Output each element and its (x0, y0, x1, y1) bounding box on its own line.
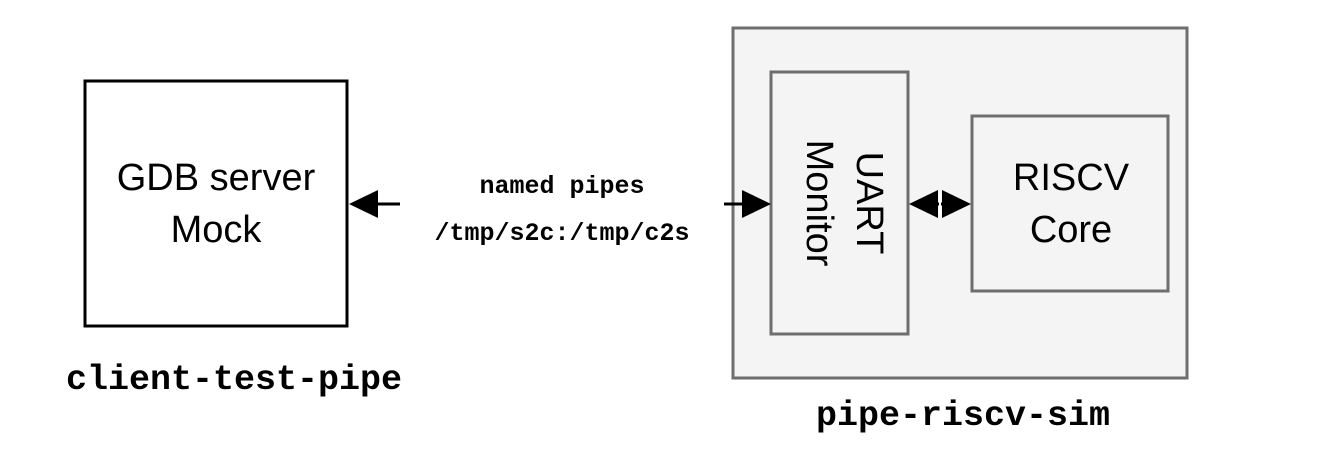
pipe-riscv-sim-caption: pipe-riscv-sim (816, 396, 1110, 436)
uart-monitor-box (769, 70, 910, 336)
arrow-to-uart-monitor (724, 190, 771, 218)
gdb-server-label-line1: GDB server (117, 157, 316, 199)
pipe-paths-label: /tmp/s2c:/tmp/c2s (434, 219, 689, 248)
bidirectional-arrow-uart-core (909, 190, 971, 218)
arrow-to-gdb-server (349, 190, 400, 218)
uart-label-line1: UART (848, 152, 890, 255)
client-test-pipe-caption: client-test-pipe (66, 360, 402, 400)
riscv-core-label-line1: RISCV (1013, 157, 1130, 199)
riscv-core-box (970, 114, 1170, 293)
named-pipes-label: named pipes (479, 172, 644, 201)
uart-monitor-label: UART Monitor (798, 140, 890, 267)
riscv-core-label-line2: Core (1030, 209, 1112, 251)
gdb-server-mock-box (83, 79, 349, 328)
gdb-server-label-line2: Mock (171, 209, 263, 251)
uart-label-line2: Monitor (798, 140, 840, 267)
